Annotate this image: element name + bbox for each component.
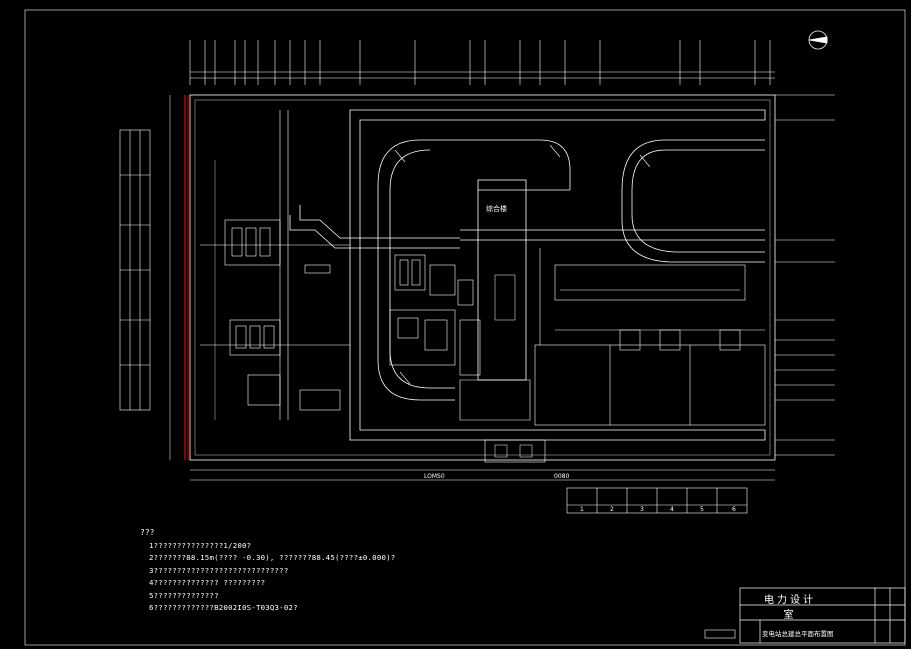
schedule-index: 5 — [700, 506, 704, 513]
section-markers — [394, 144, 651, 385]
title-block-office: 电力设计室 — [764, 595, 816, 621]
schedule-index: 1 — [580, 506, 584, 513]
schedule-index: 6 — [732, 506, 736, 513]
note-line: 3????????????????????????????? — [149, 566, 289, 575]
schedule-table — [566, 487, 748, 514]
switchgear-bay-right — [534, 248, 766, 426]
switchgear-bay-left — [200, 110, 350, 420]
left-legend-table — [119, 129, 151, 411]
notes-title: ??? — [140, 528, 155, 537]
total-dimension-label: LOMS0 — [424, 473, 445, 480]
schedule-index: 3 — [640, 506, 644, 513]
internal-road — [289, 109, 766, 441]
schedule-index: 4 — [670, 506, 674, 513]
building-label: 综合楼 — [486, 205, 507, 213]
title-block-drawing-name: 变电站总建总平面布置图 — [762, 630, 834, 638]
schedule-index: 2 — [610, 506, 614, 513]
transformer-area — [389, 254, 531, 421]
note-line: 1???????????????1/200? — [149, 541, 252, 550]
sheet-border — [24, 9, 906, 646]
top-dimension-chain — [189, 40, 775, 85]
right-callouts — [775, 94, 835, 456]
small-dimension-label: 0080 — [554, 473, 570, 480]
note-line: 2???????88.15m(???? -0.30), ???????88.45… — [149, 553, 396, 562]
note-line: 5?????????????? — [149, 591, 219, 600]
note-line: 6?????????????B2002I0S-T03Q3-02? — [149, 603, 298, 612]
site-boundary — [189, 94, 776, 461]
title-block — [739, 587, 906, 644]
note-line: 4?????????????? ????????? — [149, 578, 266, 587]
north-arrow-icon — [808, 30, 828, 50]
